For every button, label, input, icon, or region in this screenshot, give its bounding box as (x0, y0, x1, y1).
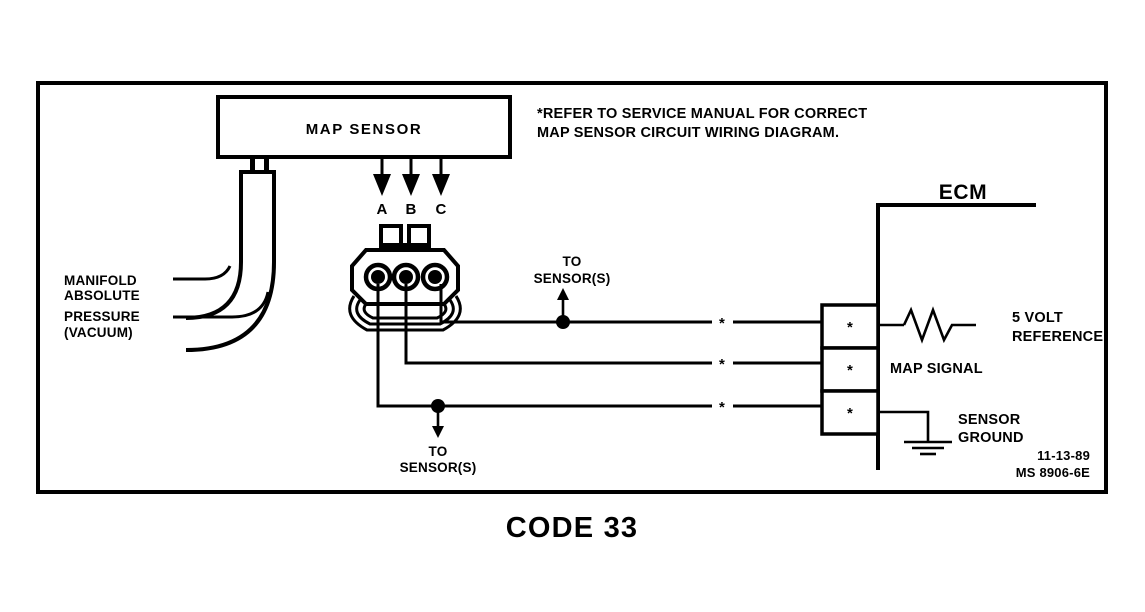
vacuum-leader-upper (173, 265, 232, 281)
branch-upper-label-line2: SENSOR(S) (534, 271, 611, 286)
map-sensor-box (216, 95, 512, 159)
vacuum-hose-outer-wall (185, 172, 243, 320)
pin-label-c: C (435, 201, 446, 218)
branch-lower-label-line1: TO (429, 444, 448, 459)
branch-to-sensors-upper: TO SENSOR(S) (534, 254, 611, 329)
service-manual-note-line1: *REFER TO SERVICE MANUAL FOR CORRECT (537, 106, 867, 122)
pin-a-arrow-head (373, 174, 391, 196)
pin-label-a: A (376, 201, 387, 218)
ecm-terminal-box-ground (820, 389, 880, 436)
junction-dot-upper (556, 315, 570, 329)
sensor-ground-lead (878, 410, 930, 442)
vacuum-nipple-right (264, 157, 269, 172)
branch-lower-label-line2: SENSOR(S) (400, 460, 477, 475)
vacuum-nipple-left (250, 157, 255, 172)
branch-to-sensors-lower: TO SENSOR(S) (400, 399, 477, 475)
ecm-terminal-box-signal (820, 346, 880, 393)
vacuum-label-line4: (VACUUM) (64, 325, 133, 340)
diagram-border (36, 81, 1108, 494)
sensor-ground-label-line2: GROUND (958, 430, 1024, 446)
ecm-terminal-box-5v (820, 303, 880, 350)
branch-lower-arrow-head (432, 426, 444, 438)
resistor-symbol (902, 306, 976, 344)
ecm-terminal-marker-5v: * (847, 319, 853, 336)
stamp-part-number: MS 8906-6E (1016, 465, 1090, 480)
vacuum-label-line2: ABSOLUTE (64, 288, 140, 303)
ecm-terminal-marker-signal: * (847, 362, 853, 379)
five-volt-reference-circuit: 5 VOLT REFERENCE (878, 306, 1103, 345)
junction-dot-lower (431, 399, 445, 413)
connector-pin-b (399, 270, 413, 284)
sensor-ground-label-line1: SENSOR (958, 412, 1021, 428)
map-signal-label: MAP SIGNAL (890, 361, 983, 377)
ecm-terminal-marker-ground: * (847, 405, 853, 422)
branch-upper-label-line1: TO (563, 254, 582, 269)
five-volt-reference-label-line1: 5 VOLT (1012, 310, 1063, 326)
connector-pin-a (371, 270, 385, 284)
five-volt-reference-label-line2: REFERENCE (1012, 329, 1103, 345)
service-manual-note-line2: MAP SENSOR CIRCUIT WIRING DIAGRAM. (537, 125, 839, 141)
connector-pin-c (428, 270, 442, 284)
vacuum-hose-inner-wall (185, 172, 276, 352)
wire-5v-reference-left (439, 284, 712, 324)
branch-upper-arrow-head (557, 288, 569, 300)
pin-c-arrow-head (432, 174, 450, 196)
wire-marker-5v-reference: * (719, 315, 725, 332)
diagram-caption: CODE 33 (506, 512, 639, 544)
pin-label-b: B (405, 201, 416, 218)
wire-marker-map-signal: * (719, 356, 725, 373)
sensor-ground-circuit: SENSOR GROUND (878, 410, 1024, 456)
wire-marker-sensor-ground: * (719, 399, 725, 416)
vacuum-label-line1: MANIFOLD (64, 273, 137, 288)
vacuum-leader-lower (173, 291, 270, 319)
map-sensor-connector (348, 224, 462, 332)
pin-b-arrow-head (402, 174, 420, 196)
wire-sensor-ground-left (376, 284, 712, 408)
map-sensor-label: MAP SENSOR (306, 121, 423, 138)
ecm-label: ECM (939, 181, 987, 204)
vacuum-label-line3: PRESSURE (64, 309, 140, 324)
stamp-date: 11-13-89 (1037, 448, 1090, 463)
wire-map-signal-left (404, 284, 712, 365)
connector-latch-base (381, 243, 429, 249)
